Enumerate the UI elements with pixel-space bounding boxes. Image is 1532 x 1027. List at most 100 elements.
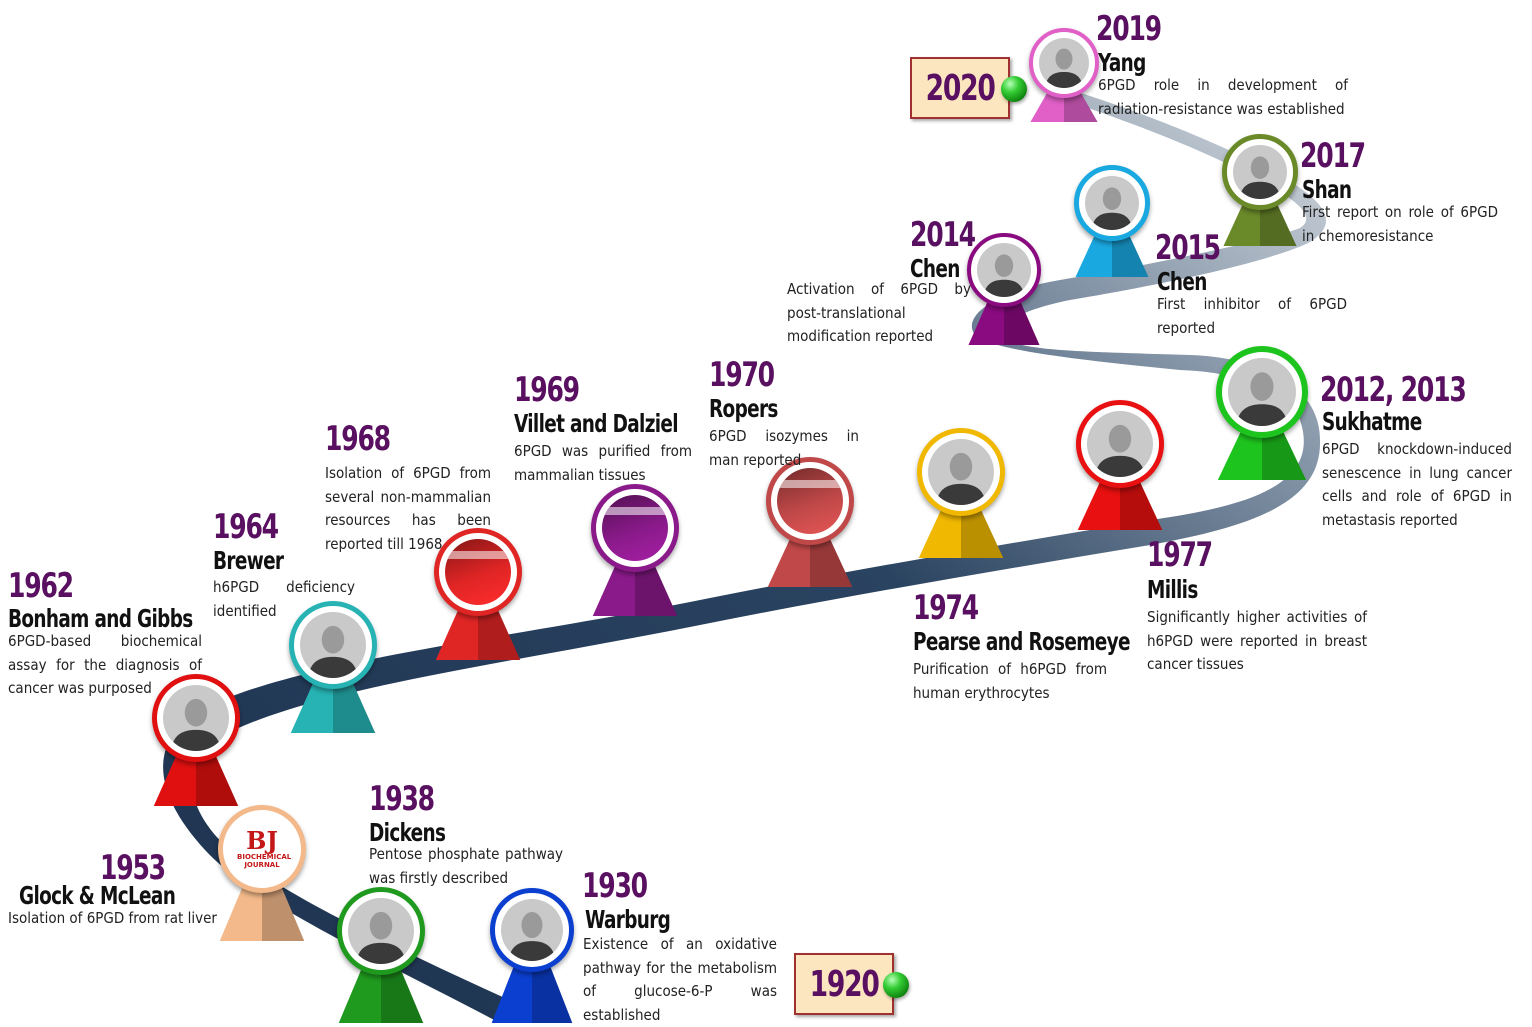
pin-circle	[337, 887, 425, 975]
portrait-photo-icon	[977, 243, 1031, 297]
event-1962-desc: 6PGD-based biochemical assay for the dia…	[8, 632, 202, 697]
end-year-label: 2020	[925, 67, 995, 109]
portrait-photo-icon	[300, 612, 366, 678]
pin-2012-2013	[1216, 346, 1308, 480]
event-1969-year: 1969	[514, 370, 580, 410]
event-2019-desc: 6PGD role in development of radiation-re…	[1098, 76, 1348, 118]
pin-circle	[1222, 134, 1298, 210]
pin-circle	[967, 233, 1041, 307]
event-1930-desc: Existence of an oxidative pathway for th…	[583, 935, 777, 1024]
event-1938-year: 1938	[369, 779, 435, 819]
journal-logo-main: BJ	[246, 826, 278, 855]
end-marker-ball	[1001, 76, 1027, 102]
event-1938-name: Dickens	[369, 818, 446, 847]
portrait-figure	[300, 612, 366, 678]
pin-circle	[1029, 28, 1099, 98]
pin-2015	[1074, 165, 1150, 277]
pin-circle	[917, 428, 1005, 516]
portrait-photo-icon	[1039, 38, 1089, 88]
event-1953-name: Glock & McLean	[19, 881, 176, 910]
event-2017-year: 2017	[1300, 136, 1366, 176]
event-1938-desc: Pentose phosphate pathway was firstly de…	[369, 845, 563, 887]
event-2015-year: 2015	[1155, 228, 1221, 268]
portrait-photo-icon	[163, 685, 229, 751]
pin-1968	[434, 528, 522, 660]
event-1930-year: 1930	[582, 866, 648, 906]
portrait-photo-icon	[348, 898, 414, 964]
pin-circle	[490, 888, 574, 972]
event-1970-desc: 6PGD isozymes in man reported	[709, 427, 859, 469]
portrait-photo-icon	[1087, 411, 1153, 477]
portrait-figure	[1087, 411, 1153, 477]
pin-circle	[1076, 400, 1164, 488]
portrait-figure	[163, 685, 229, 751]
event-2015-name: Chen	[1157, 267, 1207, 296]
journal-logo-sub: BIOCHEMICAL JOURNAL	[237, 853, 292, 869]
pin-circle	[289, 601, 377, 689]
event-2014-year: 2014	[910, 215, 976, 255]
event-2019-year: 2019	[1096, 9, 1162, 49]
event-1977-name: Millis	[1147, 575, 1198, 604]
event-1962-name: Bonham and Gibbs	[8, 604, 193, 633]
pin-1964	[289, 601, 377, 733]
event-1930-name: Warburg	[585, 905, 671, 934]
portrait-figure	[1085, 176, 1139, 230]
event-1970-name: Ropers	[709, 394, 778, 423]
event-1964-name: Brewer	[213, 546, 284, 575]
cover-stripe	[445, 550, 511, 559]
pin-circle	[766, 457, 854, 545]
start-year-box: 1920	[794, 953, 894, 1015]
event-1969-name: Villet and Dalziel	[514, 409, 679, 438]
cover-stripe	[602, 506, 668, 515]
journal-cover-icon	[445, 539, 511, 605]
event-1968-desc: Isolation of 6PGD from several non-mamma…	[325, 464, 491, 553]
pin-1938	[337, 887, 425, 1023]
pin-1969	[591, 484, 679, 616]
portrait-figure	[1228, 358, 1296, 426]
event-2015-desc: First inhibitor of 6PGD reported	[1157, 295, 1347, 337]
event-1953-year: 1953	[100, 848, 166, 888]
event-1974-desc: Purification of h6PGD from human erythro…	[913, 660, 1107, 702]
event-2017-name: Shan	[1302, 175, 1352, 204]
pin-circle	[591, 484, 679, 572]
pin-circle	[1216, 346, 1308, 438]
pin-1970	[766, 457, 854, 587]
journal-cover-icon	[777, 468, 843, 534]
event-1970-year: 1970	[709, 355, 775, 395]
pin-1930	[490, 888, 574, 1023]
pin-1977	[1076, 400, 1164, 530]
portrait-figure	[1233, 145, 1287, 199]
event-2012-2013-desc: 6PGD knockdown-induced senescence in lun…	[1322, 440, 1512, 529]
portrait-figure	[977, 243, 1031, 297]
event-1964-year: 1964	[213, 507, 279, 547]
portrait-figure	[928, 439, 994, 505]
event-1977-desc: Significantly higher activities of h6PGD…	[1147, 608, 1367, 673]
pin-2017	[1222, 134, 1298, 246]
pin-1962	[152, 674, 240, 806]
end-year-box: 2020	[910, 57, 1010, 119]
portrait-photo-icon	[1085, 176, 1139, 230]
event-1953-desc: Isolation of 6PGD from rat liver	[8, 909, 217, 927]
event-1968-year: 1968	[325, 419, 391, 459]
pin-cone	[491, 954, 573, 1023]
event-1974-name: Pearse and Rosemeye	[913, 627, 1131, 656]
event-1974-year: 1974	[913, 588, 979, 628]
event-1969-desc: 6PGD was purified from mammalian tissues	[514, 442, 692, 484]
portrait-photo-icon	[928, 439, 994, 505]
event-1977-year: 1977	[1147, 535, 1213, 575]
portrait-photo-icon	[1228, 358, 1296, 426]
pin-circle	[152, 674, 240, 762]
event-2017-desc: First report on role of 6PGD in chemores…	[1302, 203, 1498, 245]
portrait-photo-icon	[1233, 145, 1287, 199]
portrait-figure	[1039, 38, 1089, 88]
portrait-figure	[348, 898, 414, 964]
portrait-figure	[501, 899, 563, 961]
event-1962-year: 1962	[8, 566, 74, 606]
pin-circle	[434, 528, 522, 616]
pin-2019	[1029, 28, 1099, 122]
event-2019-name: Yang	[1098, 48, 1146, 77]
portrait-photo-icon	[501, 899, 563, 961]
